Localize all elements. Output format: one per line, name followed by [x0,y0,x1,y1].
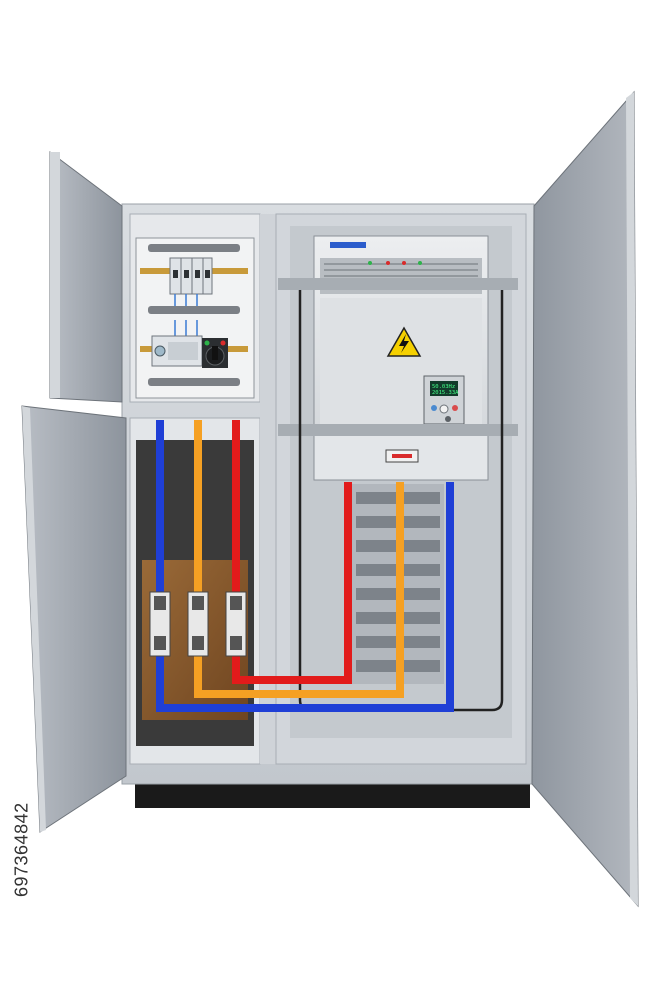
busbar-red [232,420,352,684]
high-voltage-warning-icon [386,326,422,357]
fuse-holder-icon [149,591,247,657]
controller-label [330,242,366,248]
din-rail-cover-top [148,244,240,252]
indicator-bar [392,454,412,458]
status-leds [368,261,422,265]
left-upper-door-edge [50,152,60,398]
busbar-blue [156,420,454,712]
right-door [531,90,639,908]
busbar-orange [194,420,404,698]
horizontal-rail-mid [278,424,518,436]
right-door-edge [626,92,638,906]
stock-id-label: 697364842 [11,802,32,898]
surge-protector [151,335,203,367]
digital-meter-icon [423,375,465,425]
left-lower-door-edge [22,406,46,832]
circuit-breaker-icon [169,257,213,295]
left-upper-door [49,151,123,403]
din-rail-cover-mid [148,306,240,314]
meter-reading-1: 50.03Hz [432,384,455,390]
vertical-divider [260,214,276,764]
meter-reading-2: 2015.33A [432,390,459,396]
rotary-switch-icon [202,338,228,368]
din-rail-cover-bottom [148,378,240,386]
cabinet-base [135,782,530,808]
horizontal-rail-top [278,278,518,290]
